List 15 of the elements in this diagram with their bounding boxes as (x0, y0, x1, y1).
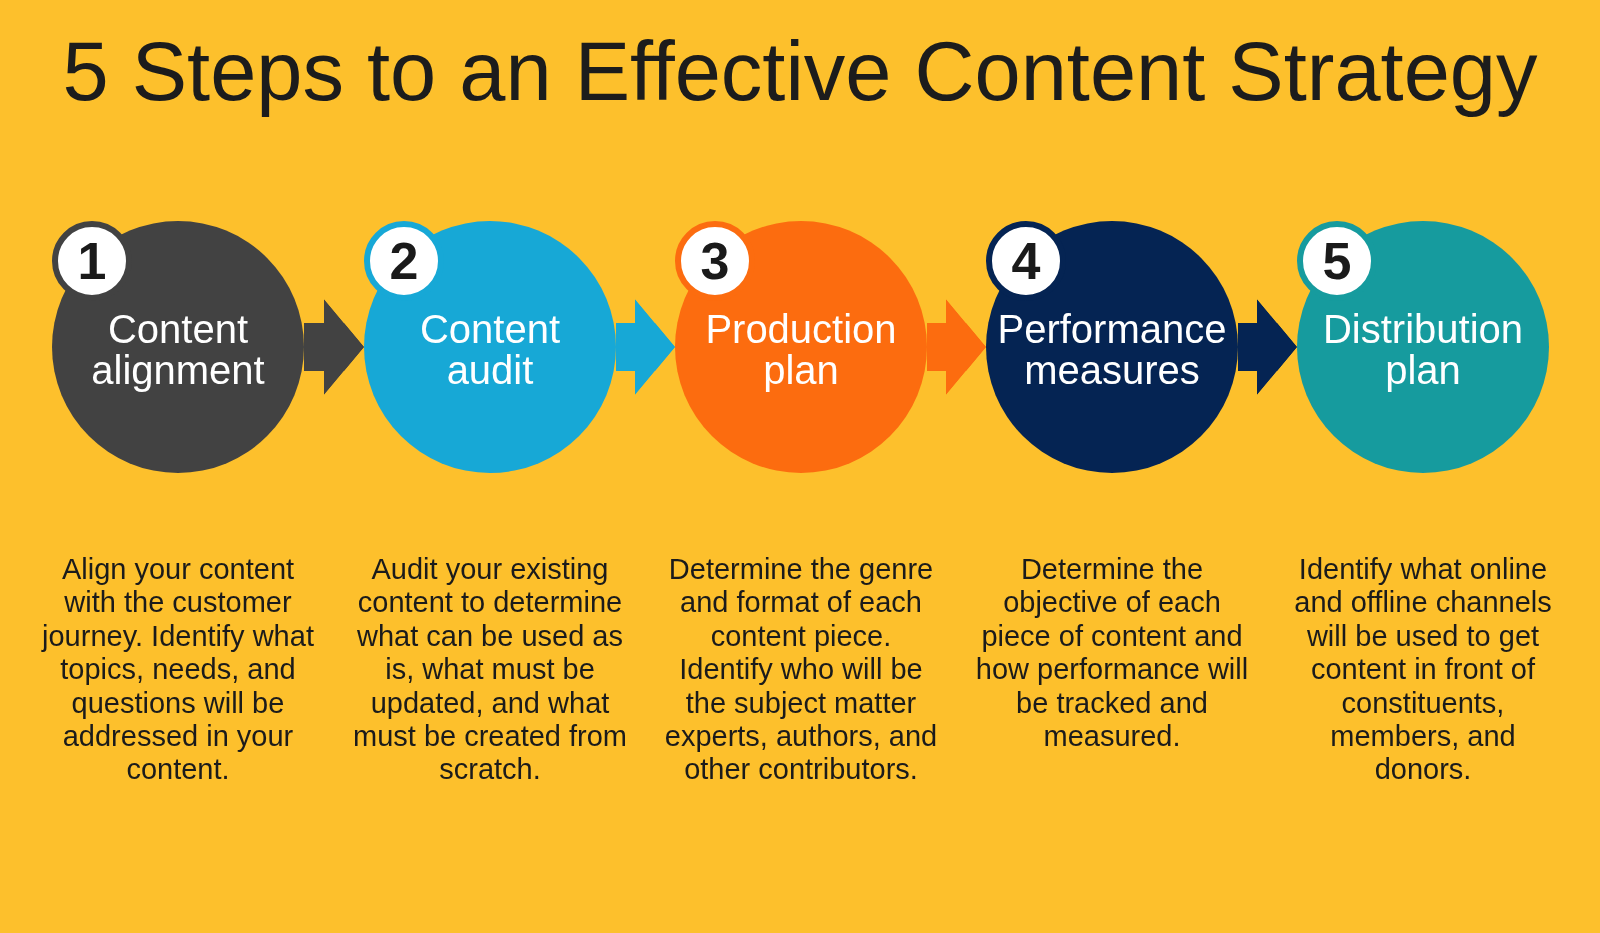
step-description: Determine the objective of each piece of content and how performance will be tracked and measured. (974, 553, 1250, 754)
step-description: Audit your existing content to determine what can be used as is, what must be updated, and what must be created from scratch. (352, 553, 628, 787)
step-title: Production plan (704, 309, 898, 392)
title: 5 Steps to an Effective Content Strategy (62, 24, 1538, 120)
arrow (927, 299, 986, 395)
step-title: Performance measures (996, 309, 1228, 392)
step-description: Align your content with the customer journey. Identify what topics, needs, and questions will be addressed in your content. (40, 553, 315, 787)
arrow (304, 299, 364, 395)
step-title: Distribution plan (1321, 309, 1525, 392)
arrow (1238, 299, 1297, 395)
step-title: Content alignment (90, 309, 266, 392)
step-title: Content audit (418, 309, 562, 392)
step-description: Determine the genre and format of each content piece. Identify who will be the subject matter experts, authors, and other contributors. (663, 553, 939, 787)
step-description: Identify what online and offline channels will be used to get content in front of constituents, members, and donors. (1293, 553, 1553, 787)
arrow (616, 299, 675, 395)
